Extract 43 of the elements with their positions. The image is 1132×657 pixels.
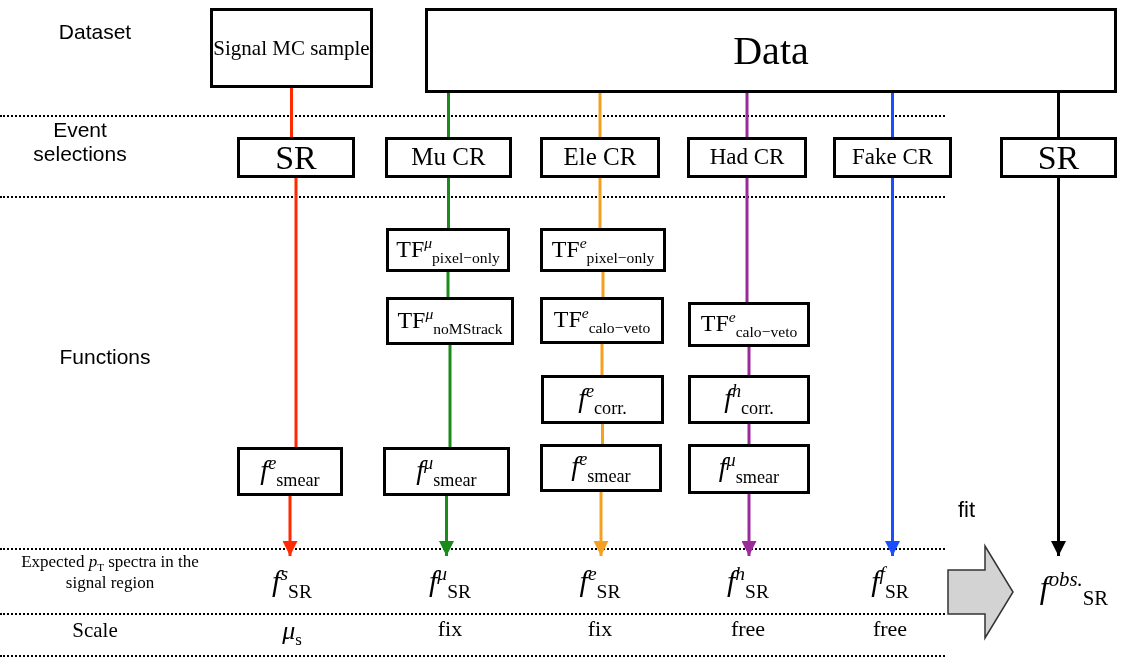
scale-value: fix	[586, 616, 614, 642]
selection-box: Mu CR	[385, 137, 512, 178]
scale-value: free	[729, 616, 767, 642]
arrow	[1051, 178, 1066, 556]
edge-label: fit	[958, 497, 976, 523]
selection-box: SR	[1000, 137, 1117, 178]
arrow	[885, 178, 900, 556]
arrow	[741, 494, 757, 556]
connector-line	[1057, 93, 1060, 137]
row-label: Functions	[58, 345, 152, 369]
row-label: Scale	[71, 618, 119, 643]
connector-line	[294, 178, 298, 447]
connector-line	[891, 93, 894, 137]
connector-line	[600, 344, 604, 375]
connector-line	[747, 347, 751, 375]
row-label: Event selections	[32, 118, 128, 166]
arrow	[593, 492, 609, 556]
dataset-box: Signal MC sample	[210, 8, 373, 88]
selection-box: Had CR	[687, 137, 807, 178]
connector-line	[598, 93, 602, 137]
dataset-box: Data	[425, 8, 1117, 93]
connector-line	[601, 424, 604, 444]
row-label: Expected p$_{T}$ spectra in the signal region	[20, 552, 200, 594]
row-label: Dataset	[57, 20, 133, 44]
selection-box: Ele CR	[540, 137, 660, 178]
block-arrow	[947, 543, 1014, 641]
connector-line	[745, 178, 749, 302]
connector-line	[601, 272, 605, 297]
selection-box: Fake CR	[833, 137, 952, 178]
scale-value: fix	[436, 616, 464, 642]
arrow	[439, 496, 454, 556]
connector-line	[448, 345, 452, 447]
connector-line	[290, 88, 293, 137]
arrow	[282, 496, 298, 556]
connector-line	[598, 178, 602, 228]
selection-box: SR	[237, 137, 355, 178]
connector-line	[447, 178, 450, 228]
connector-line	[447, 93, 450, 137]
connector-line	[747, 424, 751, 444]
connector-line	[745, 93, 749, 137]
scale-value: μ$_{s}$	[281, 616, 303, 651]
scale-value: free	[871, 616, 909, 642]
connector-line	[446, 272, 450, 297]
